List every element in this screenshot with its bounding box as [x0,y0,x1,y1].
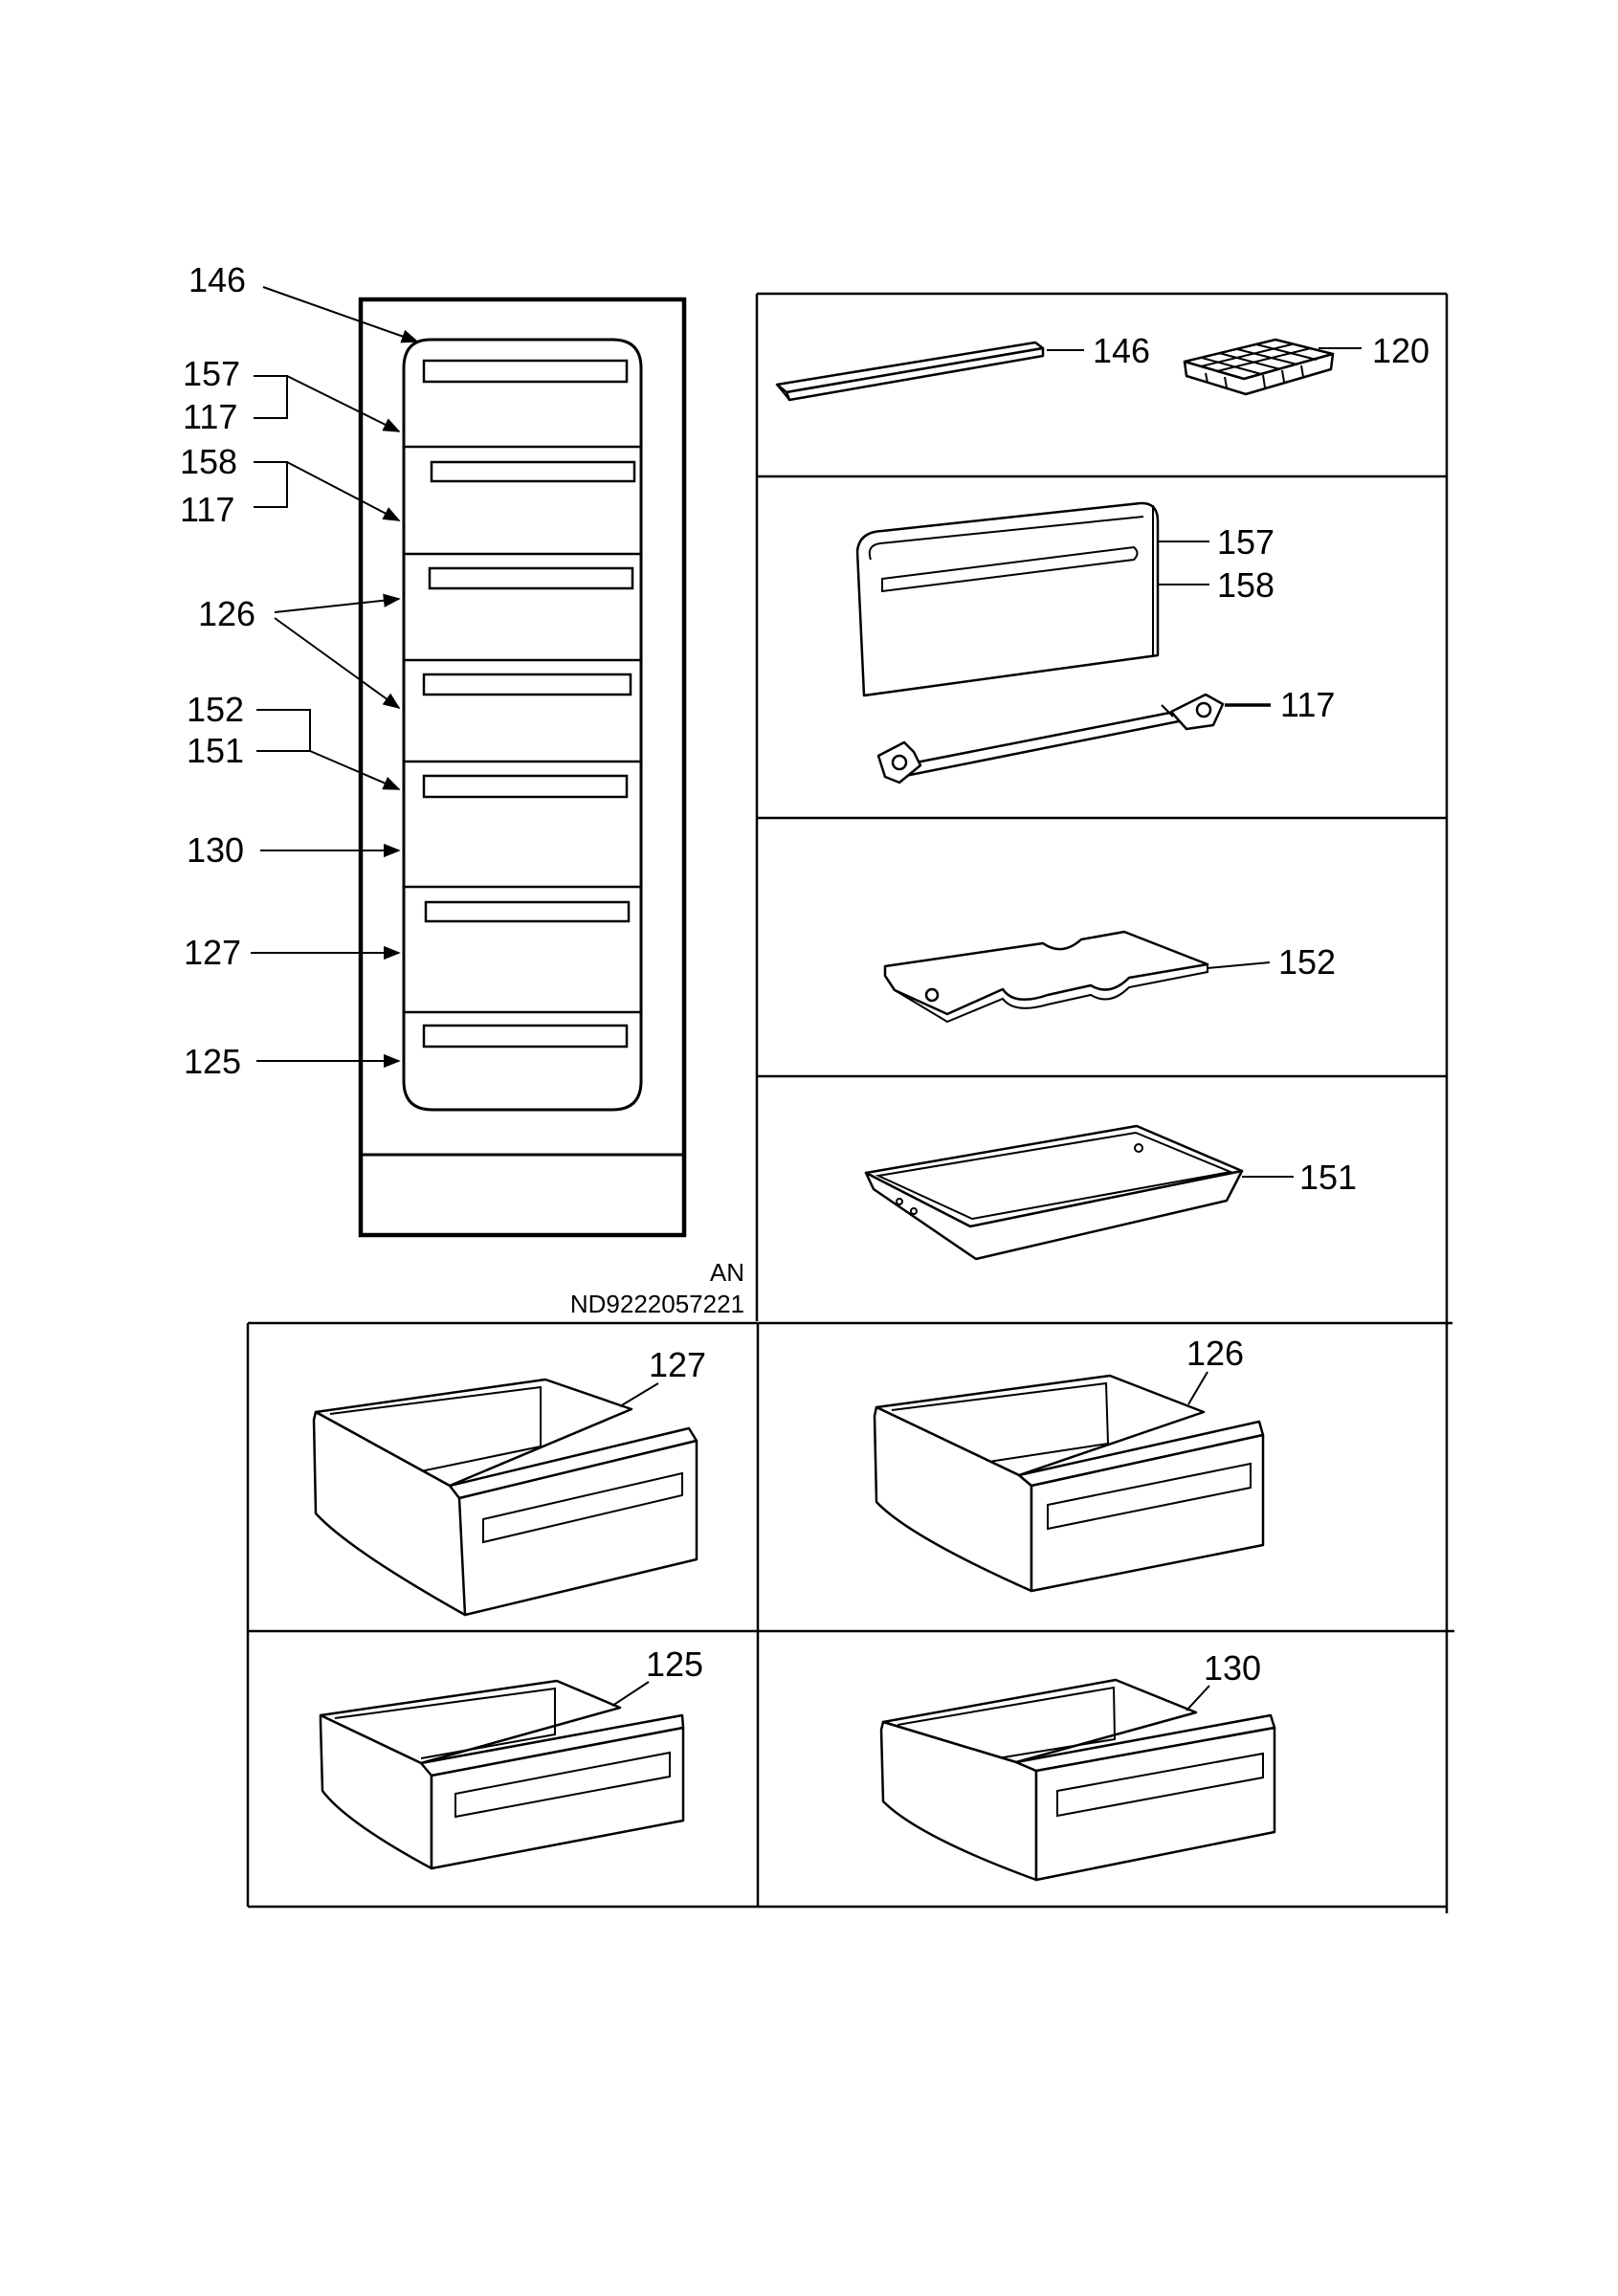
label-152-right: 152 [1278,942,1336,982]
label-152-left: 152 [187,690,244,729]
panel-tray: 151 [864,1124,1357,1261]
callout-leaders [251,286,419,1069]
label-126-left: 126 [198,594,255,633]
label-117-right: 117 [1280,685,1335,724]
label-158-left: 158 [180,442,237,481]
tray-part [864,1124,1244,1261]
label-126-right: 126 [1186,1334,1244,1373]
label-125-right: 125 [646,1645,703,1684]
panel-front-hinge: 157 158 117 [855,501,1335,784]
label-117-left-b: 117 [180,490,234,529]
drawer-dividers [404,445,641,1014]
drawer-front-part [855,501,1160,697]
label-158-right: 158 [1217,565,1274,605]
code-line-2: ND9222057221 [570,1290,744,1318]
drawer-handles [422,359,636,1049]
strip-part [775,341,1045,402]
label-146-left: 146 [188,260,246,299]
panel-shelf-plate: 152 [883,930,1336,1024]
label-151-left: 151 [187,731,244,770]
ice-tray-part [1183,338,1335,396]
label-127-right: 127 [649,1345,706,1384]
leader-152-right [1207,961,1271,969]
panel-strip-ice-tray: 146 120 [775,331,1430,402]
label-127-left: 127 [184,933,241,972]
code-line-1: AN [710,1258,744,1287]
leader-127-right [619,1382,659,1407]
label-151-right: 151 [1299,1158,1357,1197]
label-125-left: 125 [184,1042,241,1081]
label-120: 120 [1372,331,1430,370]
cabinet-overview: 146 157 117 158 117 126 152 151 130 127 … [180,260,744,1318]
label-157-right: 157 [1217,522,1274,562]
parts-grid [246,292,1454,1913]
label-130-right: 130 [1204,1648,1261,1688]
panel-drawer-130: 130 [879,1648,1276,1882]
label-130-left: 130 [187,830,244,870]
drawer-130-part [879,1678,1276,1882]
label-117-left-a: 117 [183,397,237,436]
label-146-right: 146 [1093,331,1150,370]
panel-drawer-126: 126 [873,1334,1265,1593]
inner-liner [402,338,643,1112]
callout-labels: 146 157 117 158 117 126 152 151 130 127 … [180,260,255,1081]
drawer-127-part [312,1378,698,1617]
shelf-plate-part [883,930,1209,1024]
panel-drawer-127: 127 [312,1345,706,1617]
leader-125-right [611,1681,650,1707]
label-157-left: 157 [183,354,240,393]
cabinet-outline [358,297,687,1238]
panel-drawer-125: 125 [319,1645,703,1870]
leader-126-right [1187,1371,1208,1405]
drawer-125-part [319,1679,685,1870]
hinge-bar-part [876,693,1225,784]
leader-130-right [1186,1685,1210,1711]
drawer-126-part [873,1374,1265,1593]
